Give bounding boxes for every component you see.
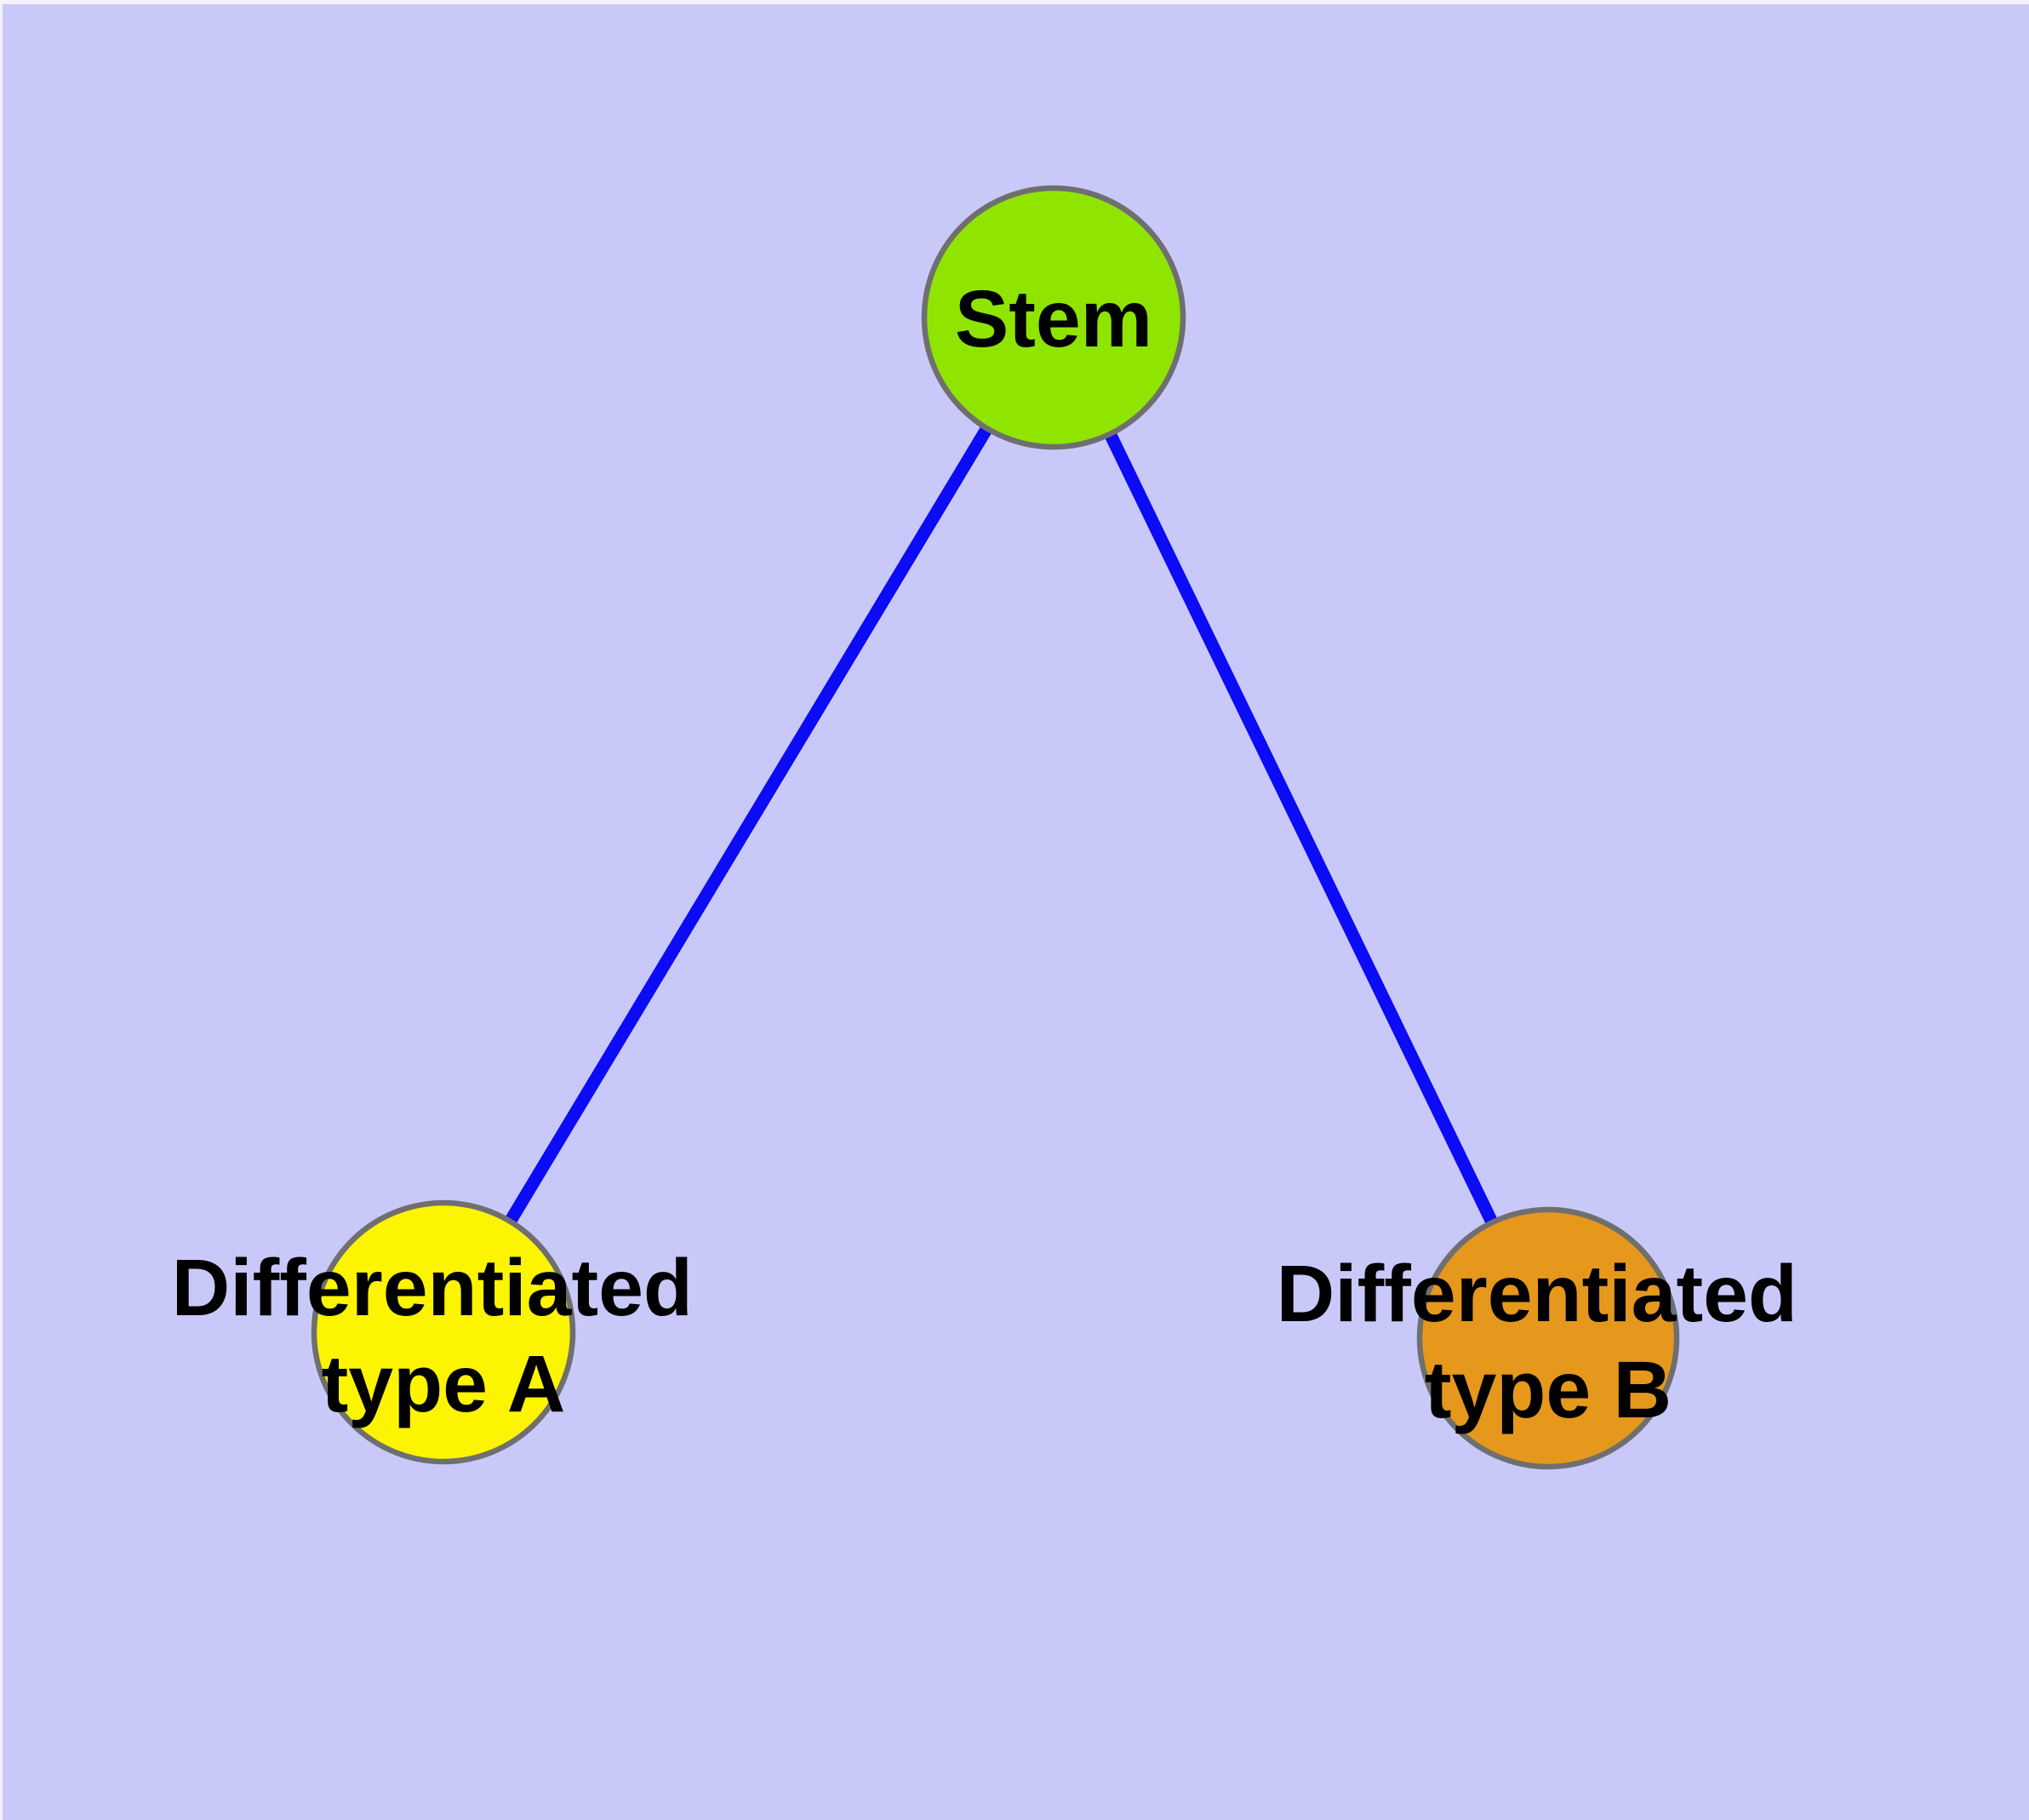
node-type-a-label-line1: Differentiated [172, 1243, 693, 1333]
node-type-b-circle [1416, 1206, 1680, 1470]
node-type-a-label-line2: type A [322, 1339, 566, 1429]
node-type-a-label: Differentiated type A [172, 1243, 716, 1429]
node-type-b-label-line2: type B [1425, 1345, 1672, 1435]
edge-stem-to-type-a [437, 314, 1060, 1336]
canvas-left-margin [0, 0, 3, 1820]
node-type-b-label-line1: Differentiated [1277, 1249, 1798, 1339]
node-type-b-label: Differentiated type B [1277, 1249, 1820, 1435]
edge-stem-to-type-b [1048, 314, 1554, 1342]
node-stem-label: Stem [955, 274, 1152, 364]
node-stem-circle [921, 185, 1186, 450]
node-type-a-circle [311, 1199, 576, 1465]
node-stem-label-line: Stem [955, 274, 1152, 364]
canvas-top-margin [0, 0, 2029, 4]
